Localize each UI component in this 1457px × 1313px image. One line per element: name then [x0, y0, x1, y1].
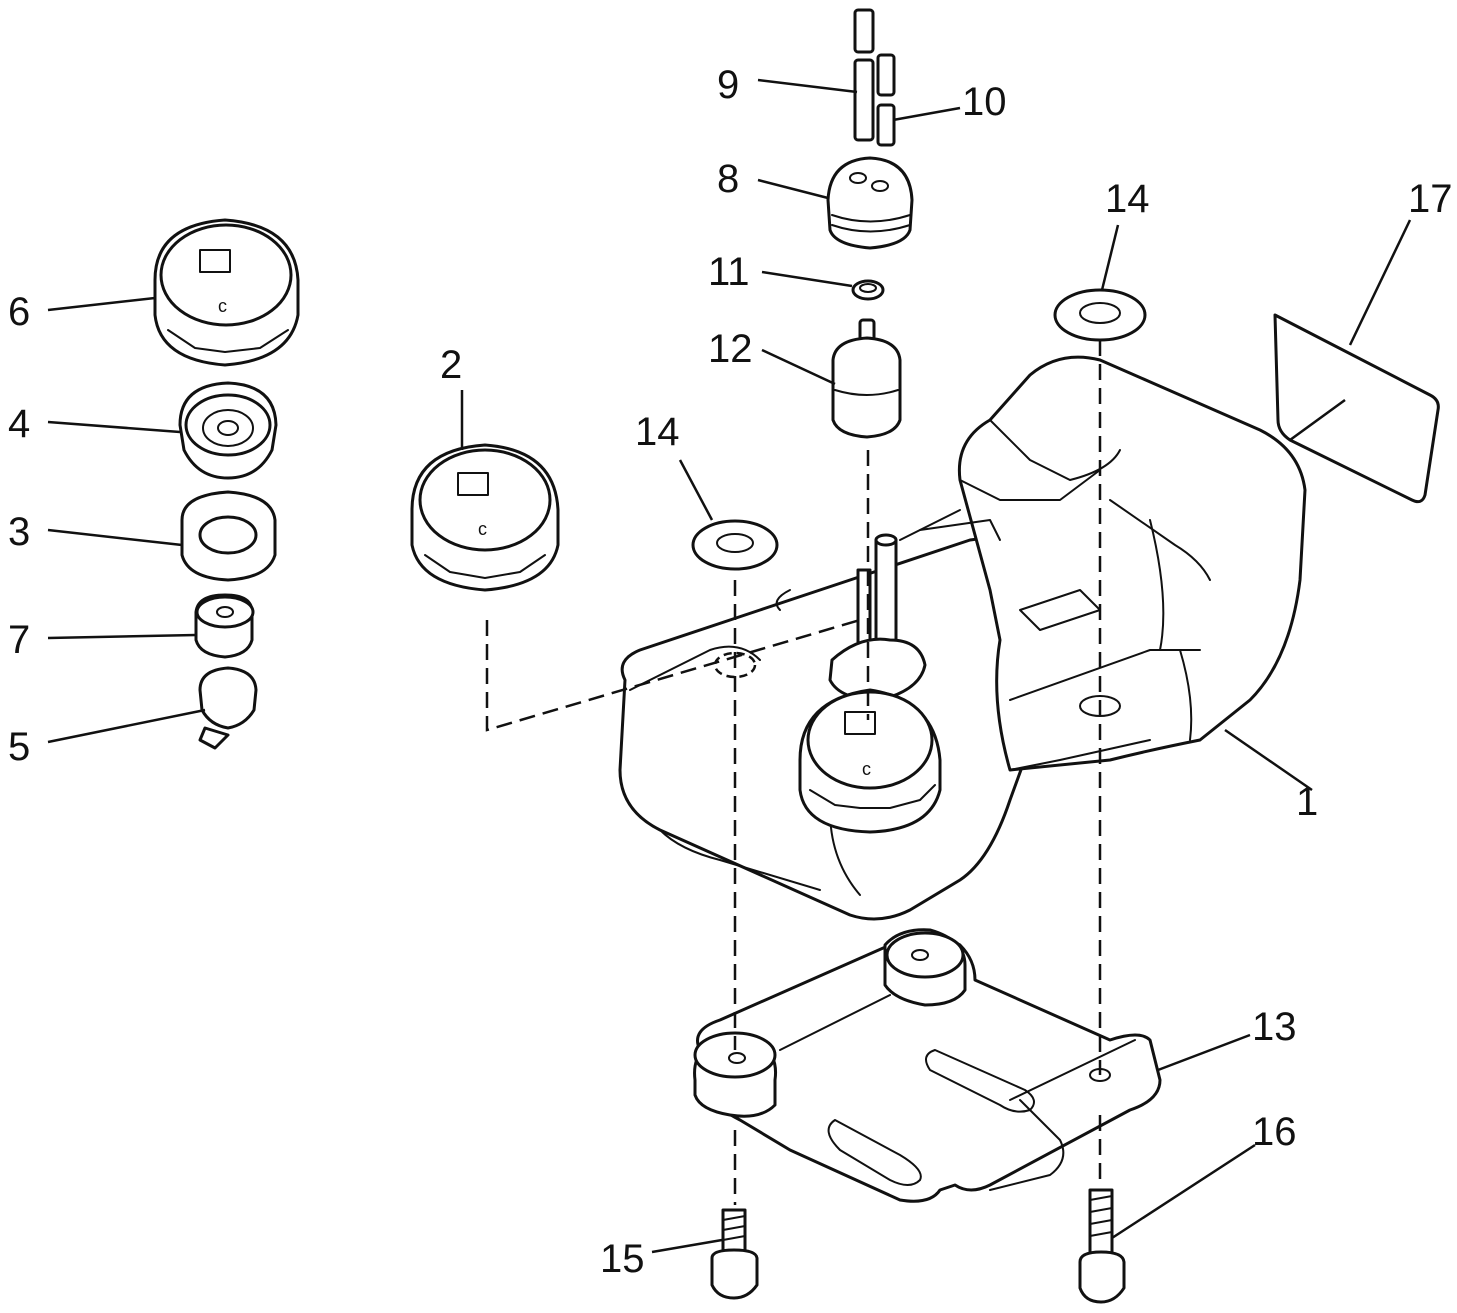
callout-2: 2: [440, 343, 462, 387]
part-1-fuel-tank: c: [618, 355, 1307, 921]
callout-14-left: 14: [635, 410, 680, 454]
callout-11: 11: [708, 250, 750, 294]
leader-lines: [47, 78, 1412, 1254]
part-11-ring: [851, 279, 885, 301]
part-13-base-plate: [693, 928, 1162, 1203]
part-8-grommet: [826, 156, 914, 250]
callout-labels: 6 4 3 7 5 2 14 9 10 8 11 12 14 17 1 13 1…: [8, 63, 1453, 1281]
callout-12: 12: [708, 327, 753, 371]
callout-10: 10: [962, 80, 1007, 124]
assembly-center-lines: [485, 340, 1102, 1205]
callout-13: 13: [1252, 1005, 1297, 1049]
svg-text:c: c: [218, 296, 227, 316]
part-14-washer-left: [691, 519, 779, 571]
callout-8: 8: [717, 157, 739, 201]
callout-1: 1: [1296, 780, 1318, 824]
part-9-hose: [853, 8, 875, 142]
part-3-gasket: [180, 490, 277, 582]
callout-17: 17: [1408, 177, 1453, 221]
part-5-strainer: [198, 666, 258, 750]
part-4-vent-valve: [178, 381, 278, 480]
svg-text:c: c: [478, 519, 487, 539]
part-7-filter: [194, 593, 255, 659]
part-10-hose: [876, 53, 896, 147]
part-16-bolt: [1078, 1188, 1126, 1304]
callout-16: 16: [1252, 1110, 1297, 1154]
callout-4: 4: [8, 402, 30, 446]
callout-5: 5: [8, 725, 30, 769]
part-15-bolt: [710, 1208, 759, 1300]
part-2-cap: c: [410, 443, 560, 592]
callout-7: 7: [8, 618, 30, 662]
callout-14-right: 14: [1105, 177, 1150, 221]
callout-15: 15: [600, 1237, 645, 1281]
part-14-washer-right: [1053, 288, 1147, 342]
callout-9: 9: [717, 63, 739, 107]
svg-text:c: c: [862, 759, 871, 779]
part-17-label-decal: [1273, 313, 1440, 504]
part-12-fuel-filter: [831, 318, 902, 439]
part-6-cap: c: [153, 218, 300, 367]
callout-6: 6: [8, 290, 30, 334]
callout-3: 3: [8, 510, 30, 554]
